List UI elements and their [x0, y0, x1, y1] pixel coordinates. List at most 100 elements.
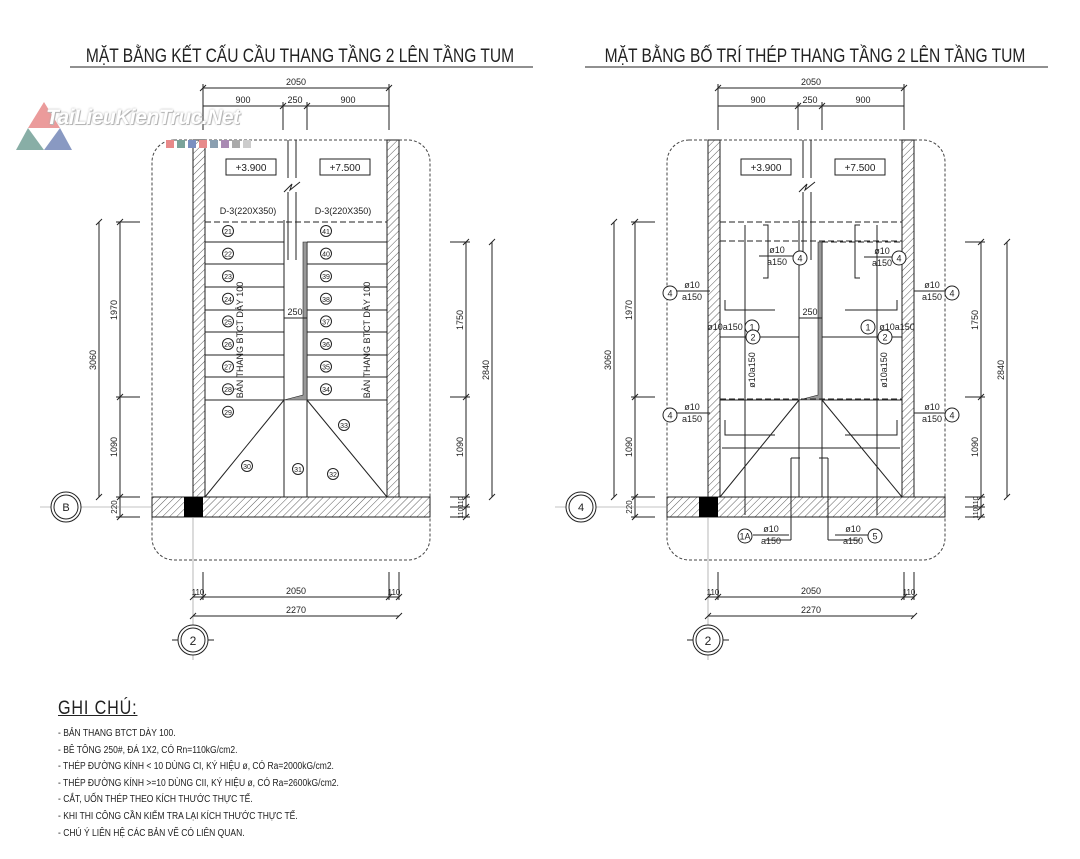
- rebar-hook: [724, 420, 775, 436]
- dim-tick: [488, 238, 496, 246]
- elevation-label: +3.900: [236, 163, 267, 174]
- rebar-diameter: ø10: [874, 246, 890, 256]
- step-bubble: [320, 270, 332, 283]
- axis-bubble: [50, 491, 82, 523]
- mark-bubble: [867, 528, 883, 544]
- step-bubble: [320, 225, 332, 237]
- dim-tick: [488, 493, 496, 501]
- rebar-hook: [724, 300, 775, 311]
- step-bubble: [222, 315, 234, 328]
- step-bubble: [320, 315, 332, 328]
- rebar-spacing: a150: [922, 292, 942, 302]
- plan-title: MẶT BẰNG BỐ TRÍ THÉP THANG TẦNG 2 LÊN TẦ…: [605, 45, 1026, 67]
- rebar-mark: 5: [872, 532, 877, 542]
- dim-total: 2840: [996, 360, 1006, 380]
- step-number: 41: [322, 229, 330, 236]
- step-number: 39: [322, 274, 330, 281]
- dim-tick: [189, 612, 197, 620]
- structure-plan: MẶT BẰNG KẾT CẤU CẦU THANG TẦNG 2 LÊN TẦ…: [40, 45, 533, 660]
- slab-label: BẢN THANG BTCT DÀY 100: [361, 282, 372, 399]
- dim-part: 110: [973, 507, 980, 518]
- axis-bubble-inner: [180, 627, 206, 653]
- beam-label: D-3(220X350): [315, 206, 372, 216]
- note-item: - KHI THI CÔNG CẦN KIỂM TRA LẠI KÍCH THƯ…: [58, 810, 298, 822]
- rebar-mark: 1A: [739, 532, 750, 542]
- elevation-label: +3.900: [751, 163, 782, 174]
- axis-label: 2: [190, 634, 197, 648]
- step-bubble: [320, 247, 332, 260]
- dim-part: 1970: [624, 300, 634, 320]
- landing-number: 31: [294, 467, 302, 474]
- mark-bubble: [891, 250, 907, 266]
- step-bubble: [222, 270, 234, 283]
- elevation-box: [740, 158, 792, 176]
- rebar-mark: 4: [797, 254, 802, 264]
- note-item: - THÉP ĐƯỜNG KÍNH < 10 DÙNG CI, KÝ HIỆU …: [58, 761, 334, 773]
- rebar-mark: 4: [949, 289, 954, 299]
- dim-part: 110: [458, 507, 465, 518]
- dim-part: 110: [903, 588, 916, 597]
- dim-part: 110: [388, 588, 401, 597]
- axis-label: 4: [578, 502, 584, 514]
- elevation-box: [225, 158, 277, 176]
- step-bubble: [222, 338, 234, 350]
- step-number: 37: [322, 319, 330, 326]
- mark-bubble: [944, 285, 960, 301]
- column: [184, 497, 203, 517]
- dim-tick: [910, 593, 918, 601]
- mark-bubble: [944, 407, 960, 423]
- dim-tick: [900, 593, 908, 601]
- step-number: 40: [322, 252, 330, 259]
- mark-bubble: [662, 285, 678, 301]
- stair-wedge: [798, 241, 823, 401]
- dim-tick: [610, 493, 618, 501]
- dim-part: 110: [707, 588, 720, 597]
- dim-tick: [385, 593, 393, 601]
- dim-part: 2050: [286, 586, 306, 596]
- step-bubble: [327, 468, 339, 480]
- dim-total: 2270: [286, 605, 306, 615]
- dim-part: 110: [458, 496, 465, 507]
- dim-tick: [95, 493, 103, 501]
- dim-part: 900: [855, 95, 870, 105]
- beam-label: D-3(220X350): [220, 206, 277, 216]
- dim-tick: [714, 593, 722, 601]
- step-number: 21: [224, 229, 232, 236]
- rebar-label: ø10a150: [747, 352, 757, 388]
- note-item: - CHÚ Ý LIÊN HỆ CÁC BẢN VẼ CÓ LIÊN QUAN.: [58, 827, 245, 839]
- logo-icon: [16, 102, 72, 150]
- column: [699, 497, 718, 517]
- step-number: 38: [322, 297, 330, 304]
- mark-bubble: [662, 407, 678, 423]
- step-bubble: [222, 292, 234, 305]
- stair-wedge: [283, 241, 308, 401]
- general-notes: GHI CHÚ: - BẢN THANG BTCT DÀY 100. - BÊ …: [58, 698, 388, 842]
- wall-right: [901, 139, 915, 498]
- slab-outline: [151, 139, 431, 561]
- mark-bubble: [737, 528, 753, 544]
- rebar-label: ø10a150: [879, 352, 889, 388]
- landing-diagonal: [306, 399, 388, 498]
- notes-title: GHI CHÚ:: [58, 698, 138, 719]
- note-item: - BẢN THANG BTCT DÀY 100.: [58, 728, 176, 739]
- rebar-hook: [845, 300, 898, 311]
- dim-part: 250: [802, 95, 817, 105]
- axis-bubble: [565, 491, 597, 523]
- rebar-diameter: ø10: [763, 524, 779, 534]
- rebar-spacing: a150: [761, 536, 781, 546]
- mark-bubble: [877, 329, 893, 345]
- dim-tick: [704, 593, 712, 601]
- axis-label: 2: [705, 634, 712, 648]
- rebar-spacing: a150: [682, 292, 702, 302]
- dim-total: 3060: [603, 350, 613, 370]
- rebar-diameter: ø10: [845, 524, 861, 534]
- rebar-mark: 4: [949, 411, 954, 421]
- landing-number: 33: [340, 423, 348, 430]
- dim-part: 2050: [801, 586, 821, 596]
- dim-part: 900: [750, 95, 765, 105]
- dim-tick: [395, 593, 403, 601]
- dim-part: 1090: [624, 437, 634, 457]
- rebar-mark: 4: [667, 289, 672, 299]
- dim-part: 1090: [970, 437, 980, 457]
